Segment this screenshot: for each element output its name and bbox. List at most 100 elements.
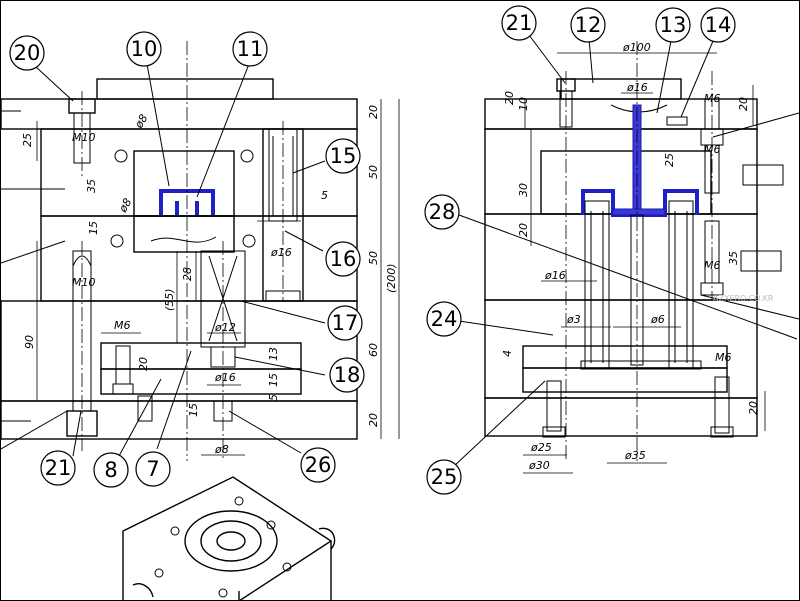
cooling-hole-d xyxy=(242,234,256,248)
iso-bolt-1 xyxy=(170,526,180,536)
r-balloon-13 xyxy=(655,7,691,43)
core-insert xyxy=(133,215,235,253)
r-pin-heads xyxy=(580,360,702,370)
dim-text-50-b: 50 xyxy=(367,251,380,265)
leader-10 xyxy=(146,63,170,187)
iso-bolt-3 xyxy=(282,562,292,572)
r-leader-edge-a xyxy=(712,112,799,138)
stop-pin xyxy=(137,395,153,422)
balloon-15 xyxy=(325,138,361,174)
iso-locating-ring xyxy=(184,510,278,572)
leader-16 xyxy=(284,230,324,252)
r-balloon-25 xyxy=(426,459,462,495)
r-dim-text-m6-b: M6 xyxy=(704,143,721,156)
dim-text-m10-top: M10 xyxy=(72,131,96,144)
balloon-18-label: 18 xyxy=(334,363,361,387)
r-leader-14 xyxy=(680,40,714,118)
iso-bolt-4 xyxy=(218,588,228,598)
top-clamp-plate-ridge xyxy=(96,78,274,100)
dim-text-28: 28 xyxy=(181,267,194,281)
r-dim-text-20-c: 20 xyxy=(517,223,530,237)
r-runner xyxy=(612,208,666,216)
balloon-10 xyxy=(126,31,162,67)
dim-text-20-top: 20 xyxy=(367,105,380,119)
dim-text-200: (200) xyxy=(385,263,398,293)
r-dim-text-phi100: ø100 xyxy=(622,41,651,54)
leader-8 xyxy=(118,378,162,457)
r-dim-text-phi30: ø30 xyxy=(528,459,550,472)
r-dim-text-m6-d: M6 xyxy=(715,351,732,364)
balloon-21 xyxy=(40,450,76,486)
balloon-20 xyxy=(9,35,45,71)
dim-text-20-m6: 20 xyxy=(137,357,150,371)
r-balloon-12 xyxy=(570,7,606,43)
r-dim-text-10: 10 xyxy=(517,97,530,111)
leader-edge-c xyxy=(1,240,66,264)
dim-text-phi8-c: ø8 xyxy=(214,443,229,456)
break-line xyxy=(150,236,217,243)
dim-text-55: (55) xyxy=(163,288,176,311)
right-section-view: 21 12 13 14 28 24 25 ø100 20 10 ø16 M6 2… xyxy=(424,5,799,495)
leader-20 xyxy=(35,66,74,102)
bottom-clamp-plate xyxy=(1,400,358,440)
balloon-16 xyxy=(325,241,361,277)
r-core-pin-right xyxy=(668,200,694,370)
iso-bolt-6 xyxy=(154,568,164,578)
r-leader-edge-b xyxy=(700,294,799,320)
r-balloon-24 xyxy=(426,301,462,337)
m6-screw-head xyxy=(112,383,134,395)
dim-text-5-b: 5 xyxy=(267,394,280,401)
return-pin-tip xyxy=(72,255,92,267)
balloon-15-label: 15 xyxy=(330,144,357,168)
balloon-11-label: 11 xyxy=(237,37,264,61)
guide-bushing-head xyxy=(265,290,301,302)
dim-text-35: 35 xyxy=(85,179,98,193)
r-balloon-12-label: 12 xyxy=(575,13,602,37)
dim-text-m10-b: M10 xyxy=(72,276,96,289)
r-balloon-13-label: 13 xyxy=(660,13,687,37)
iso-sprue-hole xyxy=(216,531,246,551)
r-leader-25 xyxy=(452,380,546,468)
dim-text-phi12: ø12 xyxy=(214,321,236,334)
r-cooling-nipple-bottom xyxy=(740,250,782,272)
r-balloon-28 xyxy=(424,194,460,230)
r-dim-text-m6-c: M6 xyxy=(704,259,721,272)
dim-text-phi16: ø16 xyxy=(270,246,292,259)
r-dim-text-phi25: ø25 xyxy=(530,441,552,454)
leader-15 xyxy=(292,160,326,174)
balloon-10-label: 10 xyxy=(131,37,158,61)
balloon-7-label: 7 xyxy=(146,457,159,481)
r-leader-21 xyxy=(528,34,566,84)
ejector-plate xyxy=(100,368,302,395)
dim-text-15-b: 15 xyxy=(267,373,280,387)
dim-text-25: 25 xyxy=(21,133,34,147)
dim-text-phi8-b: ø8 xyxy=(116,196,135,215)
cavity-insert xyxy=(133,150,235,217)
balloon-21-label: 21 xyxy=(45,456,72,480)
leader-18 xyxy=(234,356,326,376)
dim-text-phi8-a: ø8 xyxy=(132,112,151,131)
dim-text-50-a: 50 xyxy=(367,165,380,179)
m6-screw xyxy=(115,345,131,385)
r-balloon-14-label: 14 xyxy=(705,13,732,37)
r-core-pin-left xyxy=(584,200,610,370)
r-dim-text-phi16-b: ø16 xyxy=(544,269,566,282)
r-dim-text-25: 25 xyxy=(663,153,676,167)
r-leader-24 xyxy=(458,320,554,336)
r-dim-text-m6-a: M6 xyxy=(704,92,721,105)
r-balloon-25-label: 25 xyxy=(431,465,458,489)
r-balloon-28-label: 28 xyxy=(429,200,456,224)
iso-bolt-2 xyxy=(234,496,244,506)
cooling-hole-c xyxy=(240,149,254,163)
leader-edge-e xyxy=(1,410,68,450)
r-dim-text-phi3: ø3 xyxy=(566,313,581,326)
r-pin-14 xyxy=(666,116,688,126)
r-dim-text-phi35: ø35 xyxy=(624,449,646,462)
r-bottom-screw-head xyxy=(542,426,566,438)
r-leader-13 xyxy=(656,40,672,114)
balloon-18 xyxy=(329,357,365,393)
balloon-8-label: 8 xyxy=(104,458,117,482)
r-ejector-retainer xyxy=(522,345,728,369)
